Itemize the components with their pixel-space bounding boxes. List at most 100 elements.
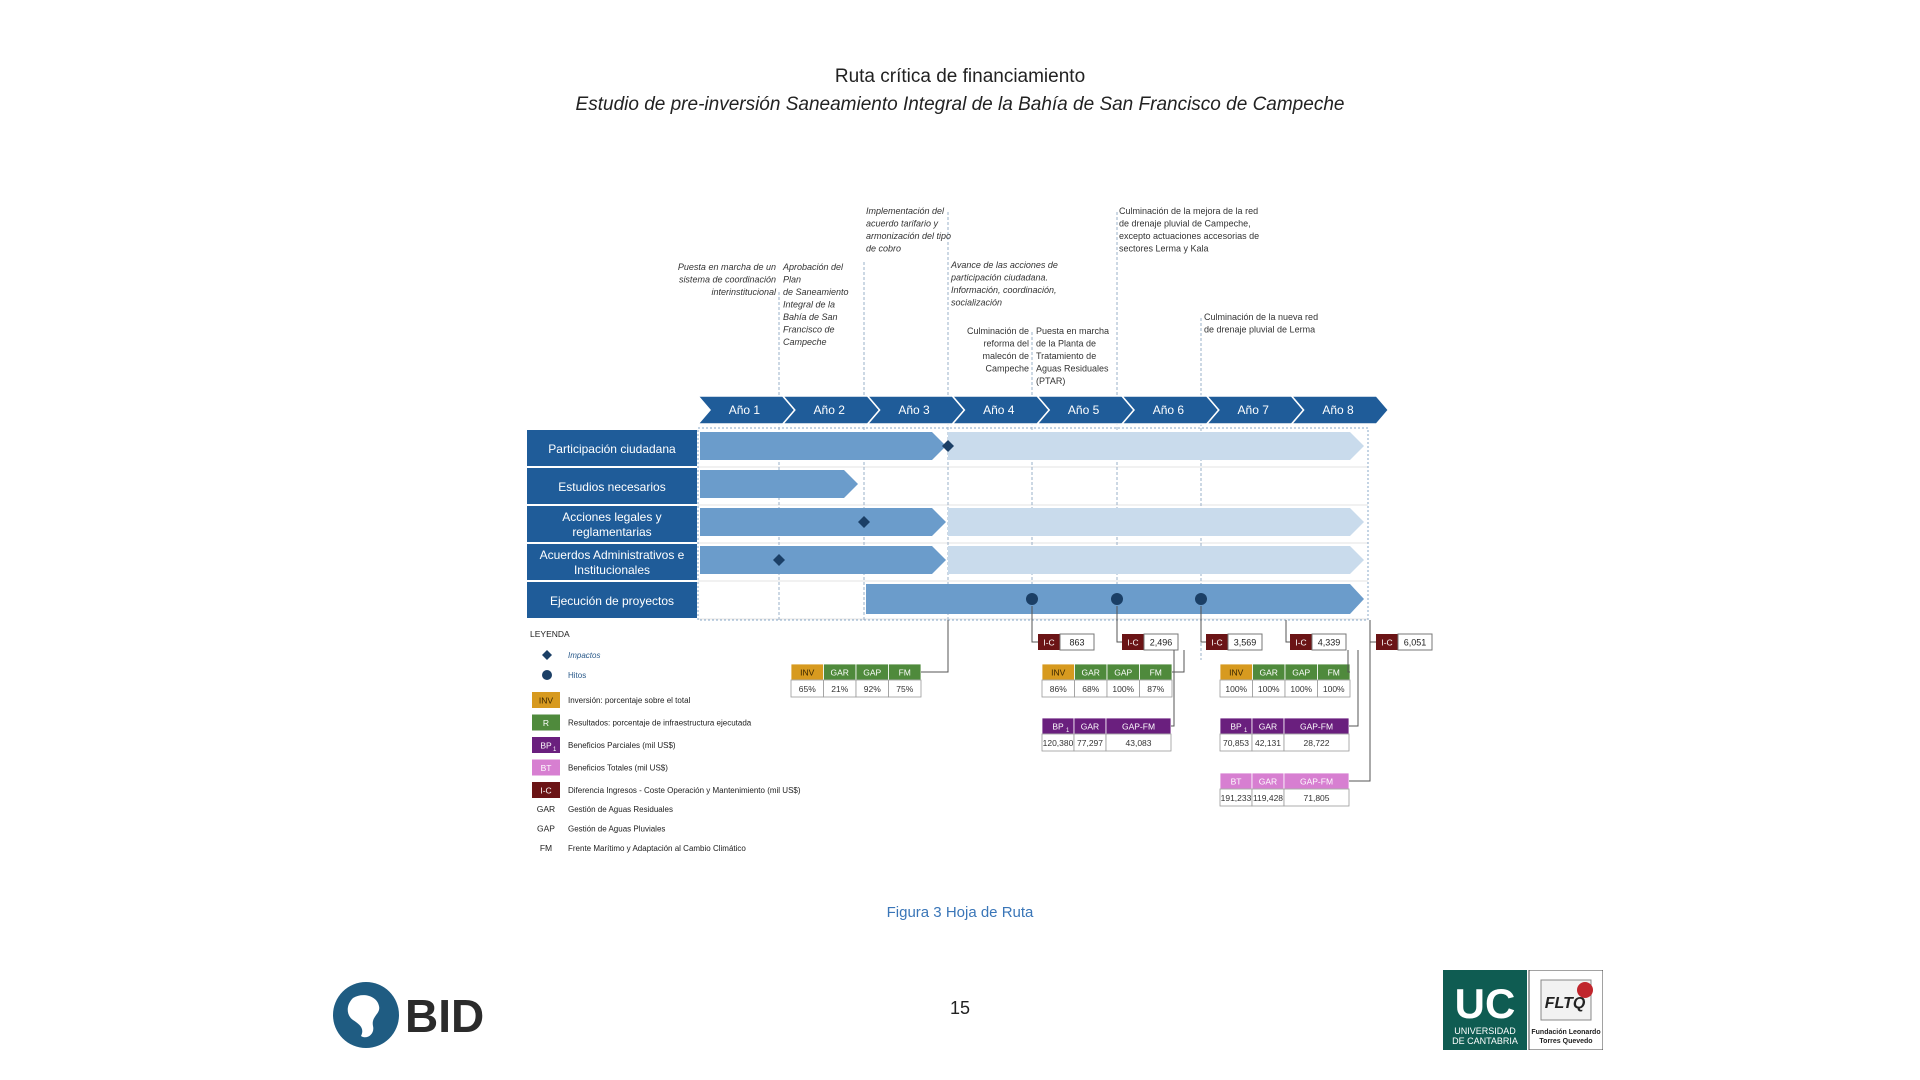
- inv-header: GAP: [1114, 668, 1132, 678]
- inv-leader: [1347, 650, 1350, 673]
- bid-logo: BID: [333, 982, 484, 1048]
- bar-acciones: [700, 508, 946, 536]
- annotation-malecon: Campeche: [985, 364, 1029, 374]
- annotation-drenaje-campeche: de drenaje pluvial de Campeche,: [1119, 219, 1251, 229]
- uc-line2: DE CANTABRIA: [1452, 1036, 1518, 1046]
- year-label: Año 1: [729, 403, 761, 417]
- annotation-aprobacion-plan: Bahía de San: [783, 312, 838, 322]
- inv-header: INV: [1229, 668, 1244, 678]
- inv-value: 100%: [1225, 684, 1247, 694]
- milestone-dot: [1195, 593, 1207, 605]
- legend-hitos: Hitos: [568, 671, 586, 680]
- row-label: Ejecución de proyectos: [550, 594, 674, 608]
- bp-header: GAP-FM: [1300, 722, 1333, 732]
- ic-leader: [1200, 606, 1206, 643]
- annotation-participacion: participación ciudadana.: [950, 273, 1048, 283]
- annotation-drenaje-campeche: sectores Lerma y Kala: [1119, 244, 1209, 254]
- ic-label-box: [1206, 634, 1228, 650]
- bp-leader: [1171, 650, 1175, 727]
- row-label-box: [527, 468, 697, 504]
- ic-label-box: [1290, 634, 1312, 650]
- bar-acuerdos-ext: [948, 546, 1364, 574]
- uc-line1: UNIVERSIDAD: [1454, 1026, 1516, 1036]
- annotation-drenaje-lerma: de drenaje pluvial de Lerma: [1204, 325, 1315, 335]
- inv-header: FM: [1328, 668, 1340, 678]
- legend-key: INV: [539, 696, 554, 706]
- inv-value: 86%: [1050, 684, 1067, 694]
- year-label: Año 4: [983, 403, 1015, 417]
- ic-label: I-C: [1295, 638, 1306, 648]
- ic-value: 4,339: [1318, 638, 1341, 648]
- legend-title: LEYENDA: [530, 629, 570, 639]
- fltq-wordmark: FLTQ: [1545, 995, 1586, 1012]
- legend-abbrev-desc: Gestión de Aguas Pluviales: [568, 825, 665, 834]
- bp-value: 70,853: [1223, 738, 1249, 748]
- bt-header: BT: [1231, 777, 1242, 787]
- ic-value: 2,496: [1150, 638, 1173, 648]
- annotation-aprobacion-plan: Francisco de: [783, 325, 835, 335]
- legend-swatch: [532, 782, 560, 798]
- legend-desc: Beneficios Totales (mil US$): [568, 764, 668, 773]
- annotation-malecon: reforma del: [983, 339, 1029, 349]
- ic-value: 3,569: [1234, 638, 1257, 648]
- inv-header: GAP: [1292, 668, 1310, 678]
- legend-abbrev-desc: Gestión de Aguas Residuales: [568, 805, 673, 814]
- bp-header: BP: [1052, 722, 1064, 732]
- annotation-coordinacion: interinstitucional: [711, 287, 777, 297]
- row-label-line1: Acciones legales y: [562, 510, 661, 524]
- annotation-participacion: socialización: [951, 298, 1002, 308]
- legend-desc: Beneficios Parciales (mil US$): [568, 741, 676, 750]
- annotation-ptar: Puesta en marcha: [1036, 326, 1109, 336]
- annotation-ptar: (PTAR): [1036, 376, 1065, 386]
- legend-desc: Diferencia Ingresos - Coste Operación y …: [568, 786, 801, 795]
- inv-value: 100%: [1258, 684, 1280, 694]
- annotation-coordinacion: Puesta en marcha de un: [678, 262, 776, 272]
- legend-key: BP: [540, 741, 552, 751]
- legend-abbrev-key: GAR: [537, 804, 555, 814]
- ic-value-box: [1059, 633, 1095, 651]
- inv-value: 100%: [1323, 684, 1345, 694]
- bp-subscript: 1: [1244, 728, 1248, 734]
- row-label-box: [527, 544, 697, 580]
- bt-leader: [1349, 620, 1371, 782]
- ic-label-box: [1376, 634, 1398, 650]
- inv-value: 65%: [799, 684, 816, 694]
- inv-value: 92%: [864, 684, 881, 694]
- bp-value: 28,722: [1304, 738, 1330, 748]
- row-label: Estudios necesarios: [558, 480, 665, 494]
- ic-label: I-C: [1211, 638, 1222, 648]
- legend-key: I-C: [540, 786, 551, 796]
- ic-leader: [1285, 620, 1290, 643]
- inv-leader: [921, 620, 949, 673]
- inv-value-cell: [1139, 679, 1173, 698]
- legend-abbrev-key: FM: [540, 843, 552, 853]
- bt-header: GAP-FM: [1300, 777, 1333, 787]
- legend-desc: Resultados: porcentaje de infraestructur…: [568, 719, 752, 728]
- annotation-malecon: Culminación de: [967, 326, 1029, 336]
- bt-value: 119,428: [1253, 793, 1283, 803]
- annotation-participacion: Avance de las acciones de: [950, 260, 1058, 270]
- inv-header: INV: [800, 668, 815, 678]
- annotation-ptar: de la Planta de: [1036, 339, 1096, 349]
- bt-value: 71,805: [1304, 793, 1330, 803]
- annotation-ptar: Tratamiento de: [1036, 351, 1096, 361]
- legend-subscript: 1: [553, 747, 557, 753]
- inv-header: GAR: [1082, 668, 1100, 678]
- row-label-box: [527, 506, 697, 542]
- figure-caption: Figura 3 Hoja de Ruta: [886, 904, 1034, 921]
- bar-acciones-ext: [948, 508, 1364, 536]
- annotation-acuerdo-tarifario: Implementación del: [866, 206, 945, 216]
- inv-value: 100%: [1290, 684, 1312, 694]
- row-label-line2: Institucionales: [574, 563, 650, 577]
- annotation-acuerdo-tarifario: acuerdo tarifario y: [866, 219, 939, 229]
- bp-value: 43,083: [1126, 738, 1152, 748]
- milestone-dot: [1111, 593, 1123, 605]
- inv-value: 21%: [831, 684, 848, 694]
- legend-desc: Inversión: porcentaje sobre el total: [568, 696, 691, 705]
- legend-key: BT: [541, 763, 552, 773]
- inv-value: 75%: [896, 684, 913, 694]
- ic-value-box: [1311, 633, 1347, 651]
- inv-value: 68%: [1082, 684, 1099, 694]
- bp-subscript: 1: [1066, 728, 1070, 734]
